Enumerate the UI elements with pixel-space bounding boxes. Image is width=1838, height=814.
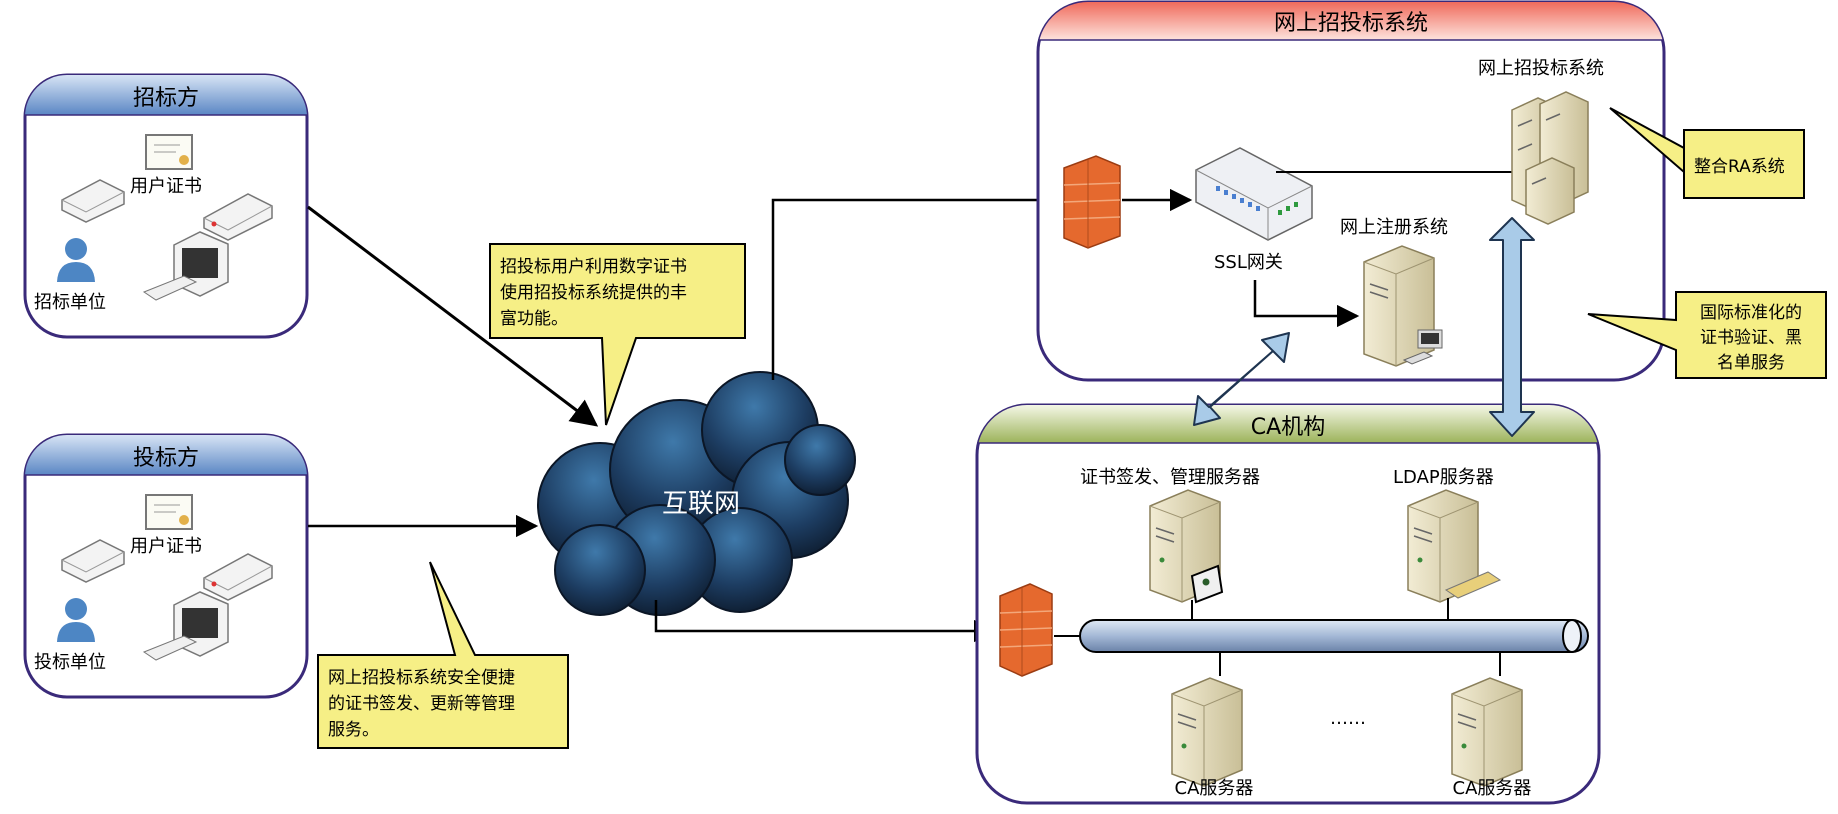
ca-server-label-1: CA服务器 (1175, 778, 1254, 799)
system-ca-double-arrow (1489, 217, 1535, 437)
tenderer-unit-label: 招标单位 (34, 292, 106, 313)
callout-bottom-line-1: 网上招投标系统安全便捷 (328, 668, 515, 688)
tenderer-cert-label: 用户证书 (130, 176, 202, 197)
system-title: 网上招投标系统 (1274, 11, 1428, 36)
bidder-title: 投标方 (133, 446, 199, 471)
registration-system-label: 网上注册系统 (1340, 217, 1448, 238)
network-bus (1079, 619, 1589, 653)
callout-bottom: 网上招投标系统安全便捷 的证书签发、更新等管理 服务。 (317, 561, 569, 749)
user-icon (57, 238, 95, 282)
ssl-gateway-label: SSL网关 (1214, 252, 1283, 273)
ldap-server-label: LDAP服务器 (1393, 467, 1494, 488)
internet-to-ca-connector (654, 600, 997, 643)
ldap-server-icon (1407, 489, 1502, 622)
internet-cloud: 互联网 (537, 371, 856, 616)
firewall-icon (1063, 155, 1121, 249)
callout-top-line-1: 招投标用户利用数字证书 (500, 257, 687, 277)
ca-panel: CA机构 证书签发、管理服务器 LDAP服务器 (975, 403, 1601, 805)
certificate-icon (145, 494, 193, 530)
callout-top-line-2: 使用招投标系统提供的丰 (500, 282, 687, 303)
ca-server-label-2: CA服务器 (1453, 778, 1532, 799)
tenderer-title: 招标方 (133, 86, 199, 111)
computer-icon (142, 591, 229, 661)
ca-firewall-icon (999, 583, 1053, 677)
callout-top-line-3: 富功能。 (500, 309, 568, 329)
callout-bottom-line-2: 的证书签发、更新等管理 (328, 694, 515, 714)
ssl-to-registration-connector (1253, 280, 1360, 328)
bidder-cert-label: 用户证书 (130, 536, 202, 557)
callout-ra-text: 整合RA系统 (1694, 157, 1785, 177)
computer-icon (142, 231, 229, 301)
callout-ra: 整合RA系统 (1609, 107, 1805, 199)
tenderer-to-internet-connector (307, 205, 599, 427)
callout-bottom-line-3: 服务。 (328, 720, 379, 740)
ca-server-icon (1451, 677, 1523, 787)
callout-std-line-3: 名单服务 (1717, 353, 1785, 373)
callout-standard: 国际标准化的 证书验证、黑 名单服务 (1587, 291, 1827, 379)
bidder-unit-label: 投标单位 (34, 652, 106, 673)
bidder-panel: 投标方 用户证书 投标单位 (23, 433, 309, 699)
issue-server-label: 证书签发、管理服务器 (1080, 467, 1260, 488)
callout-std-line-2: 证书验证、黑 (1700, 328, 1802, 348)
server-cluster-icon (1511, 91, 1589, 225)
ellipsis-label: …… (1330, 708, 1366, 729)
ca-server-icon (1171, 677, 1243, 787)
tenderer-panel: 招标方 用户证书 招标单位 (23, 73, 309, 339)
user-icon (57, 598, 95, 642)
callout-std-line-1: 国际标准化的 (1700, 303, 1802, 323)
system-server-label: 网上招投标系统 (1478, 58, 1604, 79)
usb-key-icon (203, 193, 273, 241)
card-reader-icon (61, 539, 125, 583)
usb-key-icon (203, 553, 273, 601)
internet-label: 互联网 (662, 489, 740, 519)
card-reader-icon (61, 179, 125, 223)
system-panel: 网上招投标系统 网上招投标系统 SSL网关 网上注册系统 (1036, 0, 1666, 382)
ca-title: CA机构 (1251, 415, 1325, 440)
registration-server-icon (1363, 245, 1443, 367)
registration-ca-double-arrow (1193, 332, 1290, 426)
issue-server-icon (1149, 489, 1224, 622)
certificate-icon (145, 134, 193, 170)
internet-to-system-connector (771, 188, 1065, 380)
callout-top: 招投标用户利用数字证书 使用招投标系统提供的丰 富功能。 (489, 243, 746, 426)
